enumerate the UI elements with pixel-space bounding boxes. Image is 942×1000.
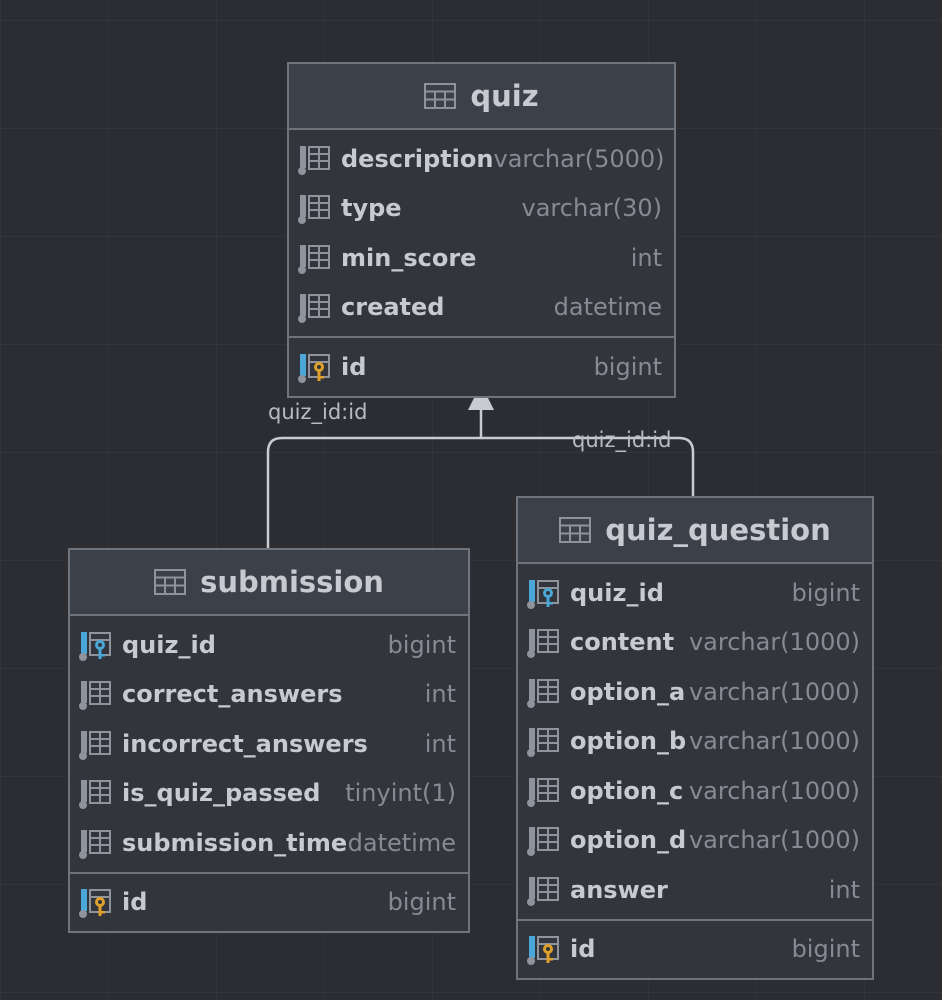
column-name: submission_time [122,828,348,857]
primary-key-icon [78,885,114,919]
column-icon [526,675,562,709]
column-type: varchar(1000) [688,677,860,706]
column-name: incorrect_answers [122,729,368,758]
column-name: quiz_id [570,578,664,607]
column-type: bigint [791,935,860,964]
column-row[interactable]: is_quiz_passed tinyint(1) [70,769,468,819]
column-row[interactable]: type varchar(30) [289,184,674,234]
column-type: varchar(1000) [688,628,860,657]
column-name: id [122,888,148,917]
column-icon [297,191,333,225]
column-row[interactable]: id bigint [70,878,468,928]
column-row[interactable]: correct_answers int [70,670,468,720]
column-name: option_c [570,776,684,805]
column-icon [526,873,562,907]
relation-line-quiz-question-quiz[interactable] [481,436,695,496]
column-type: int [424,729,456,758]
table-header[interactable]: quiz_question [518,498,872,564]
column-type: bigint [387,888,456,917]
column-row[interactable]: content varchar(1000) [518,618,872,668]
column-row[interactable]: id bigint [518,925,872,975]
column-icon [526,724,562,758]
column-type: varchar(1000) [688,727,860,756]
column-row[interactable]: id bigint [289,342,674,392]
column-type: varchar(1000) [688,826,860,855]
column-icon [78,727,114,761]
column-name: description [341,144,494,173]
column-type: bigint [387,630,456,659]
relation-line-submission-quiz[interactable] [266,410,483,548]
column-icon [526,774,562,808]
column-name: min_score [341,243,477,272]
table-icon [424,83,457,109]
column-type: tinyint(1) [345,779,456,808]
column-type: int [828,875,860,904]
column-name: type [341,194,402,223]
table-icon [154,569,187,595]
column-type: int [424,680,456,709]
column-icon [78,776,114,810]
table-title: submission [200,565,384,599]
foreign-key-icon [78,628,114,662]
column-row[interactable]: min_score int [289,233,674,283]
table-header[interactable]: quiz [289,64,674,130]
relation-label-submission: quiz_id:id [268,400,368,424]
column-name: option_a [570,677,686,706]
column-type: varchar(1000) [688,776,860,805]
column-row[interactable]: created datetime [289,283,674,333]
column-type: int [630,243,662,272]
column-type: bigint [593,352,662,381]
column-name: content [570,628,675,657]
primary-key-icon [297,350,333,384]
column-type: bigint [791,578,860,607]
column-row[interactable]: quiz_id bigint [70,620,468,670]
column-name: option_b [570,727,687,756]
column-name: id [570,935,596,964]
column-icon [297,290,333,324]
column-type: varchar(30) [521,194,663,223]
column-type: datetime [347,828,456,857]
table-title: quiz [470,79,539,113]
column-icon [297,241,333,275]
foreign-key-icon [526,576,562,610]
column-name: answer [570,875,668,904]
table-icon [559,517,592,543]
column-icon [78,826,114,860]
table-title: quiz_question [605,513,831,547]
column-icon [297,142,333,176]
column-icon [526,823,562,857]
relation-label-quiz-question: quiz_id:id [572,428,672,452]
column-icon [526,625,562,659]
column-type: varchar(5000) [493,144,665,173]
column-name: quiz_id [122,630,216,659]
column-name: correct_answers [122,680,343,709]
column-name: created [341,293,445,322]
column-name: id [341,352,367,381]
table-header[interactable]: submission [70,550,468,616]
column-row[interactable]: quiz_id bigint [518,568,872,618]
primary-key-icon [526,932,562,966]
column-name: option_d [570,826,687,855]
column-icon [78,677,114,711]
column-name: is_quiz_passed [122,779,321,808]
column-row[interactable]: answer int [518,865,872,915]
column-type: datetime [553,293,662,322]
column-row[interactable]: incorrect_answers int [70,719,468,769]
